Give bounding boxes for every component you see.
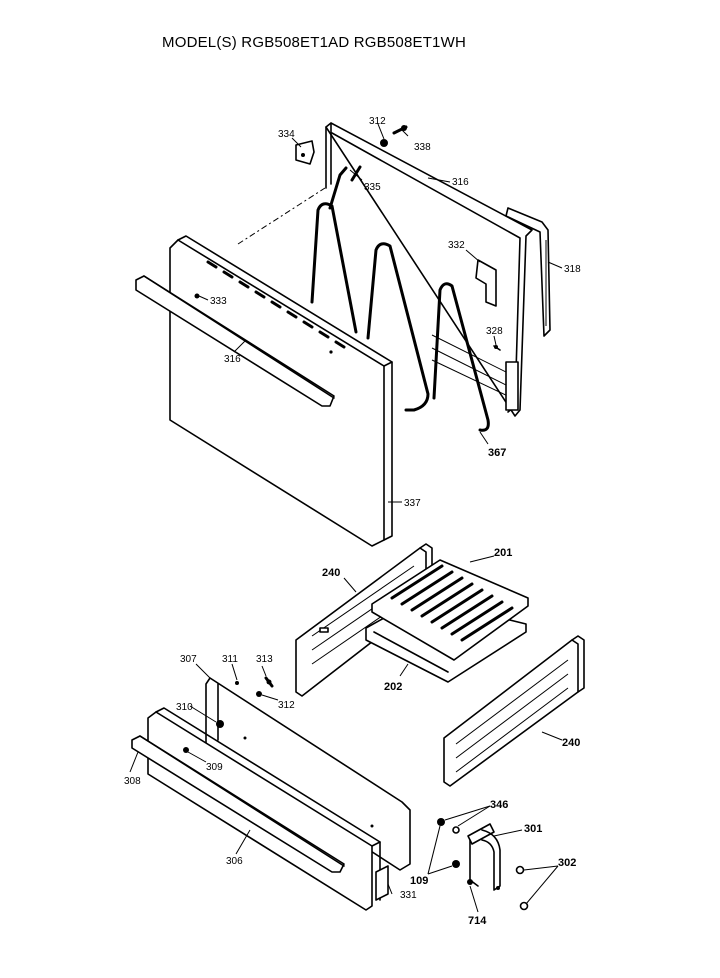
label-201: 201	[494, 547, 512, 559]
label-309: 309	[206, 762, 223, 773]
door-hinge-rods	[310, 165, 490, 432]
screw-310	[216, 720, 224, 728]
label-301: 301	[524, 823, 542, 835]
label-334: 334	[278, 129, 295, 140]
screw-313	[264, 676, 274, 688]
roller-302-a	[515, 865, 525, 875]
door-gasket-strip	[505, 207, 551, 337]
label-240-left: 240	[322, 567, 340, 579]
label-307: 307	[180, 654, 197, 665]
door-bracket-332	[475, 259, 497, 307]
leader-lines	[129, 123, 563, 913]
screw-328	[493, 345, 501, 351]
label-316-handle: 316	[224, 354, 241, 365]
label-337: 337	[404, 498, 421, 509]
label-332: 332	[448, 240, 465, 251]
label-335: 335	[364, 182, 381, 193]
drawer-inner-panel	[205, 677, 411, 871]
label-331: 331	[400, 890, 417, 901]
label-367: 367	[488, 447, 506, 459]
label-316-frame: 316	[452, 177, 469, 188]
broiler-grid	[371, 559, 529, 661]
nut-109	[452, 860, 460, 868]
label-308: 308	[124, 776, 141, 787]
label-328: 328	[486, 326, 503, 337]
label-311: 311	[222, 654, 238, 665]
label-306: 306	[226, 856, 243, 867]
door-vent-slots	[206, 260, 346, 349]
label-346: 346	[490, 799, 508, 811]
drawer-bracket-331	[375, 865, 389, 901]
grid-slots	[390, 564, 514, 642]
part-labels: 334 312 338 335 316 318 332 333 328 316 …	[124, 116, 581, 927]
door-liner-frame	[325, 122, 533, 417]
label-313: 313	[256, 654, 273, 665]
door-handle	[135, 275, 335, 407]
alignment-line	[237, 187, 326, 245]
label-109: 109	[410, 875, 428, 887]
screw-312	[380, 139, 388, 147]
label-240-right: 240	[562, 737, 580, 749]
drawer-handle	[131, 735, 345, 873]
screw-333	[194, 293, 200, 299]
label-318: 318	[564, 264, 581, 275]
screw-338	[392, 125, 408, 135]
label-312-lower: 312	[278, 700, 295, 711]
washer-346	[452, 826, 460, 834]
side-panel-right	[443, 635, 585, 787]
roller-302-b	[519, 901, 529, 911]
label-310: 310	[176, 702, 193, 713]
door-outer-panel	[169, 235, 393, 547]
label-302: 302	[558, 857, 576, 869]
diagram-title: MODEL(S) RGB508ET1AD RGB508ET1WH	[162, 34, 466, 51]
screw-312-lower	[256, 691, 262, 697]
nut-346	[437, 818, 445, 826]
label-312: 312	[369, 116, 386, 127]
label-714: 714	[468, 915, 487, 927]
label-202: 202	[384, 681, 402, 693]
drawer-roller-bracket	[467, 823, 501, 891]
label-338: 338	[414, 142, 431, 153]
label-333: 333	[210, 296, 227, 307]
